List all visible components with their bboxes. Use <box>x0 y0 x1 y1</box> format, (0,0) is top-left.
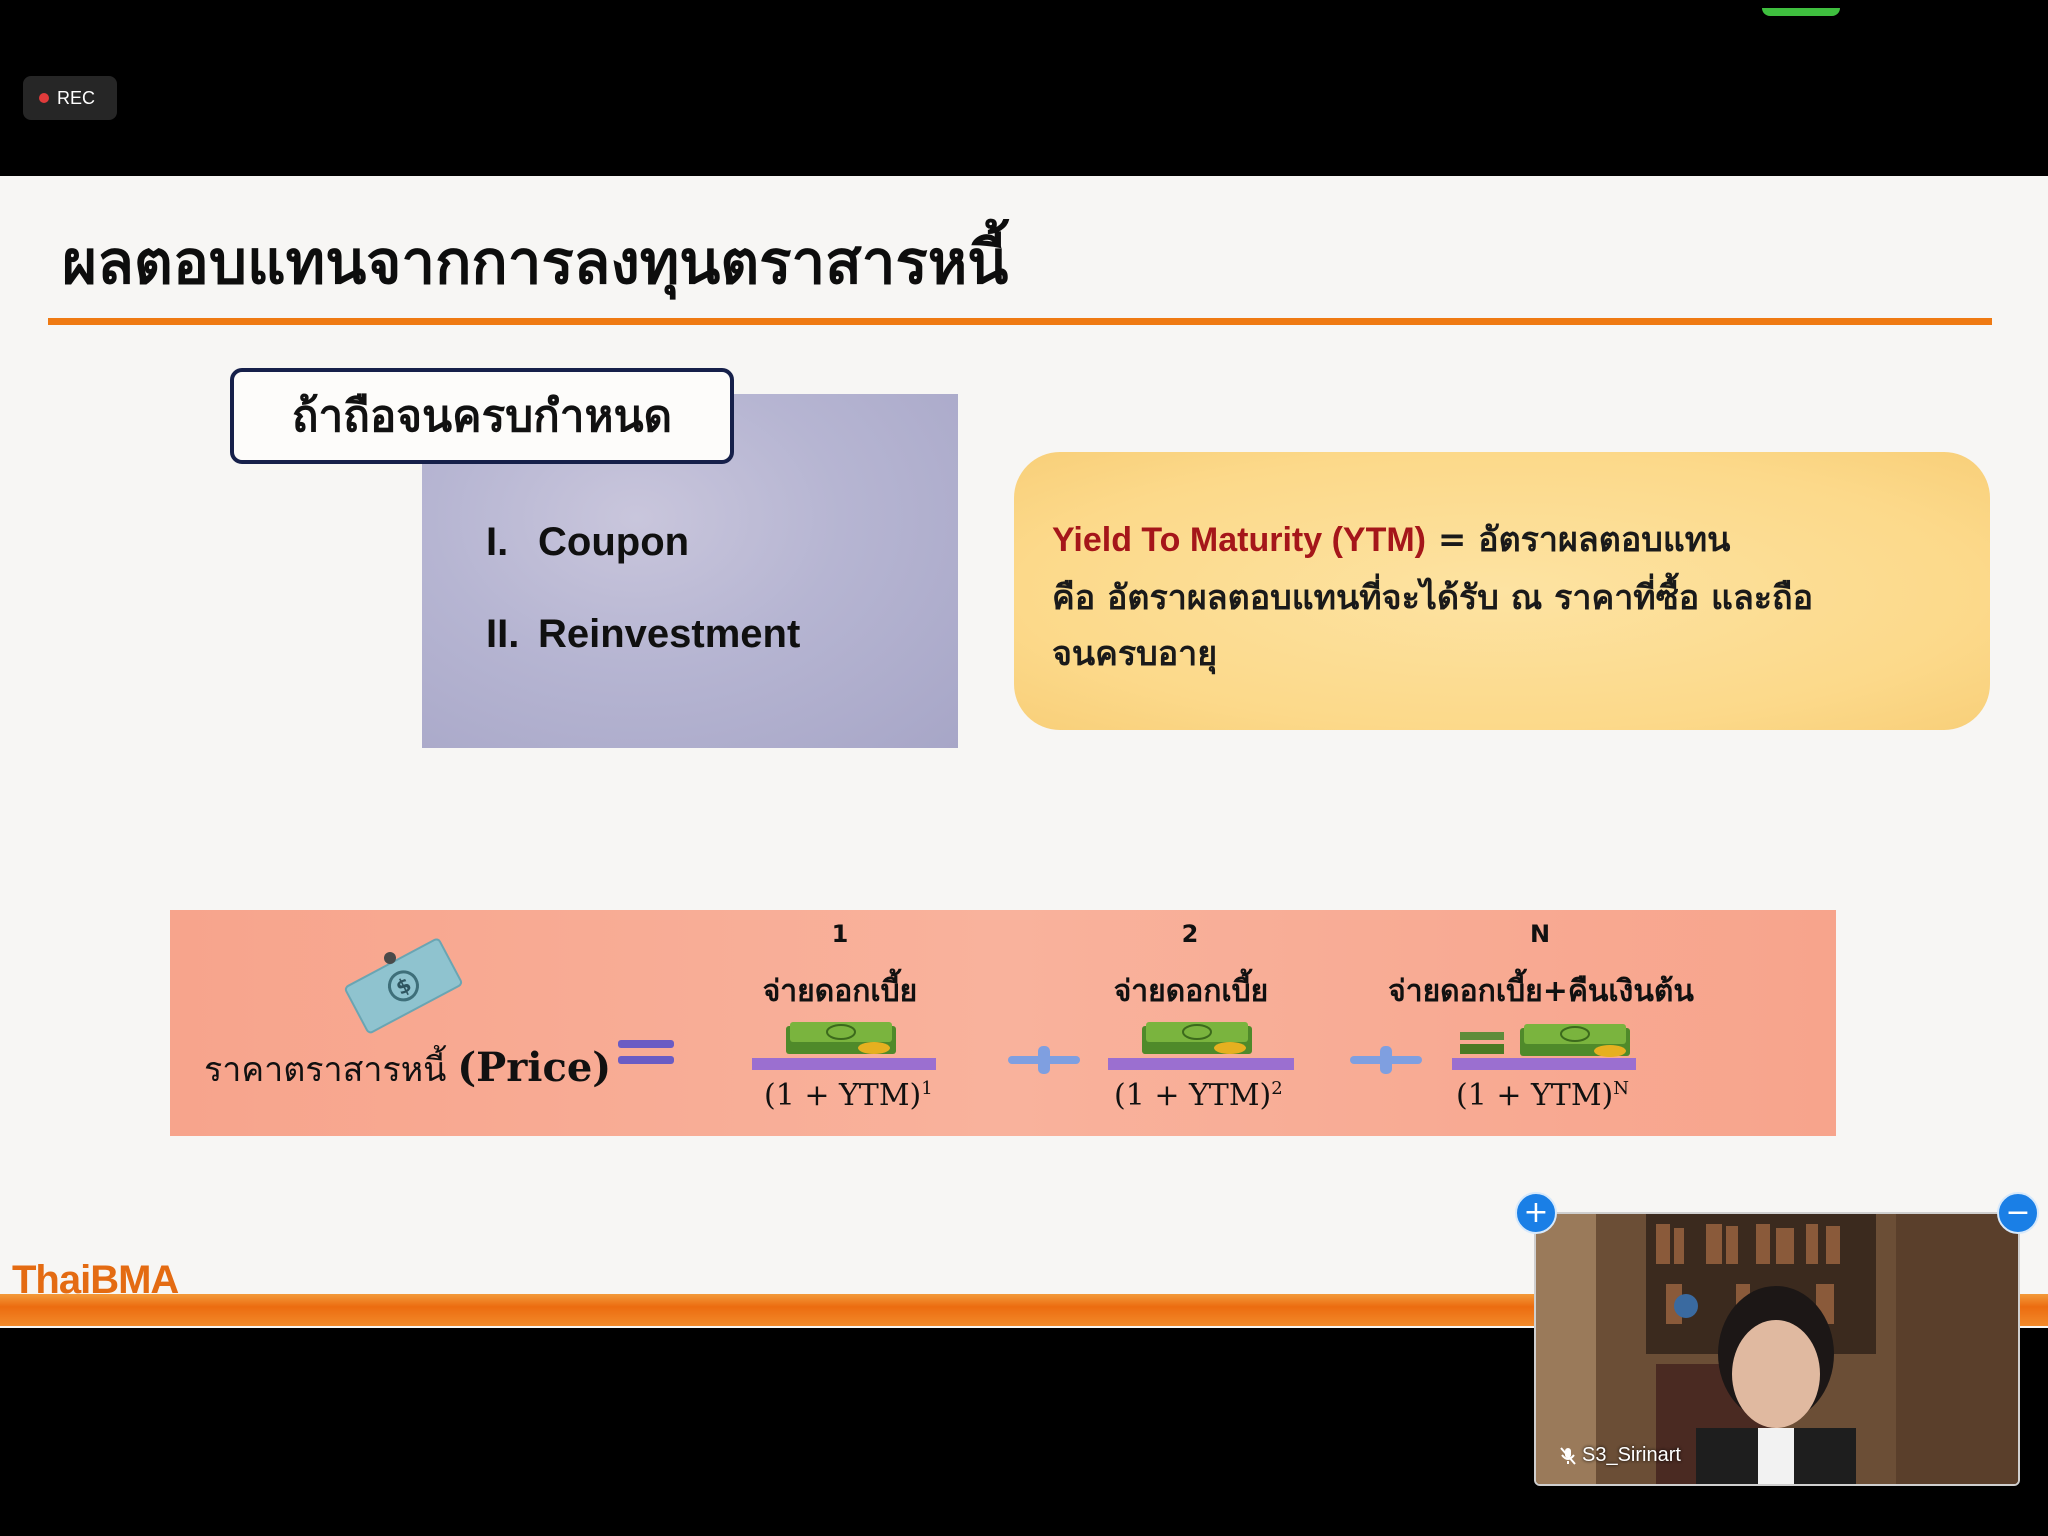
money-stack-icon <box>786 1022 896 1054</box>
recording-label: REC <box>57 87 96 108</box>
ytm-line-1: Yield To Maturity (YTM) = อัตราผลตอบแทน <box>1052 512 1730 566</box>
component-label: Reinvestment <box>538 612 801 656</box>
fraction-bar <box>752 1058 936 1070</box>
minus-icon[interactable]: − <box>1997 1192 2039 1234</box>
plus-sign-icon <box>1008 1046 1080 1074</box>
component-label: Coupon <box>538 520 690 564</box>
record-dot-icon <box>39 93 49 103</box>
plus-icon[interactable]: + <box>1515 1192 1557 1234</box>
term-label: จ่ายดอกเบี้ย+คืนเงินต้น <box>1388 974 1694 1009</box>
plus-sign-icon <box>1350 1046 1422 1074</box>
hold-to-maturity-label: ถ้าถือจนครบกำหนด <box>230 368 734 464</box>
period-number: 1 <box>831 920 849 948</box>
denominator-exponent: N <box>1613 1078 1629 1099</box>
denominator: (1 + YTM)N <box>1456 1078 1629 1113</box>
shared-slide <box>0 176 2048 1328</box>
price-label-thai: ราคาตราสารหนี้ <box>204 1050 447 1090</box>
denominator: (1 + YTM)2 <box>1114 1078 1283 1113</box>
price-formula-band <box>170 910 1836 1136</box>
term-label: จ่ายดอกเบี้ย <box>762 974 918 1009</box>
ytm-term: Yield To Maturity (YTM) <box>1052 521 1426 559</box>
meeting-status-indicator <box>1762 8 1840 16</box>
fraction-bar <box>1108 1058 1294 1070</box>
money-stack-icon <box>1142 1022 1252 1054</box>
fraction-bar <box>1452 1058 1636 1070</box>
component-item-coupon: I. Coupon <box>486 520 689 565</box>
component-number: II. <box>486 612 520 656</box>
equals-sign-icon <box>618 1040 674 1064</box>
period-number: N <box>1529 920 1551 948</box>
term-label: จ่ายดอกเบี้ย <box>1113 974 1269 1009</box>
component-item-reinvestment: II. Reinvestment <box>486 612 800 657</box>
period-number: 2 <box>1181 920 1199 948</box>
participant-name-label: S3_Sirinart <box>1560 1444 1681 1467</box>
participant-video-tile[interactable] <box>1534 1212 2020 1486</box>
ytm-definition-card <box>1014 452 1990 730</box>
bond-certificate-icon: $ <box>344 938 463 1034</box>
denominator-exponent: 2 <box>1271 1078 1283 1099</box>
denominator-base: (1 + YTM) <box>764 1078 922 1113</box>
recording-badge[interactable]: REC <box>23 76 117 120</box>
participant-name: S3_Sirinart <box>1582 1444 1681 1466</box>
title-divider <box>48 318 1992 325</box>
muted-microphone-icon <box>1560 1446 1576 1465</box>
price-label: ราคาตราสารหนี้ (Price) <box>204 1042 611 1096</box>
component-number: I. <box>486 520 509 564</box>
video-feed <box>1536 1214 2018 1484</box>
denominator-base: (1 + YTM) <box>1114 1078 1272 1113</box>
denominator: (1 + YTM)1 <box>764 1078 933 1113</box>
denominator-base: (1 + YTM) <box>1456 1078 1614 1113</box>
denominator-exponent: 1 <box>921 1078 933 1099</box>
ytm-line-3: จนครบอายุ <box>1052 634 1218 674</box>
money-with-principal-icon <box>1460 1024 1630 1057</box>
slide-title: ผลตอบแทนจากการลงทุนตราสารหนี้ <box>62 228 1009 298</box>
ytm-equals-text: = อัตราผลตอบแทน <box>1425 520 1731 560</box>
thaibma-logo: ThaiBMA <box>12 1258 179 1302</box>
ytm-line-2: คือ อัตราผลตอบแทนที่จะได้รับ ณ ราคาที่ซื… <box>1052 578 1814 618</box>
price-label-english: (Price) <box>457 1044 612 1091</box>
